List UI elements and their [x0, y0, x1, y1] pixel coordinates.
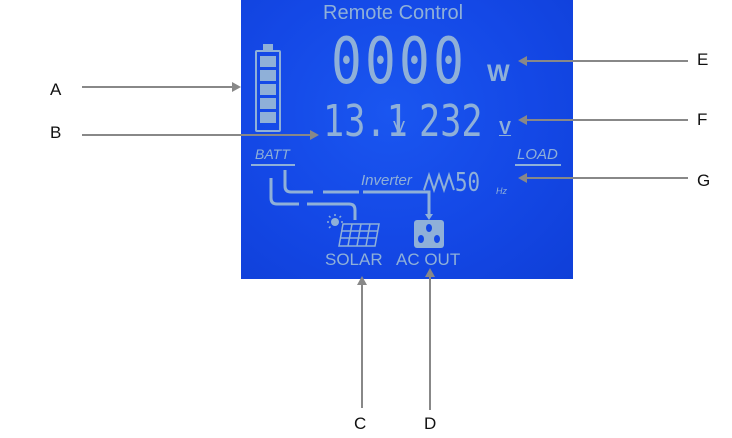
arrowhead-icon	[232, 82, 241, 92]
callout-c-arrow	[361, 284, 363, 408]
battery-icon	[255, 44, 281, 132]
callout-d-arrow	[429, 276, 431, 410]
arrowhead-icon	[518, 115, 527, 125]
callout-g-label: G	[697, 171, 711, 190]
callout-e-arrow	[526, 60, 688, 62]
sine-wave-icon	[423, 172, 455, 194]
arrowhead-icon	[357, 276, 367, 285]
ac-outlet-icon	[414, 220, 444, 248]
callout-f-arrow	[526, 119, 688, 121]
callout-e-label: E	[697, 50, 709, 69]
arrowhead-icon	[518, 56, 527, 66]
frequency-readout: 50	[455, 168, 481, 198]
lcd-title: Remote Control	[323, 2, 464, 24]
arrowhead-icon	[310, 130, 319, 140]
battery-voltage-readout: 13.1	[323, 96, 408, 147]
solar-label: SOLAR	[325, 250, 383, 269]
load-underline	[515, 164, 561, 166]
battery-voltage-unit: V	[393, 118, 406, 138]
inverter-label: Inverter	[361, 172, 412, 189]
ac-voltage-unit: V	[499, 118, 512, 138]
load-label: LOAD	[517, 146, 558, 163]
callout-g-arrow	[526, 177, 688, 179]
batt-label: BATT	[255, 146, 290, 162]
batt-underline	[251, 164, 295, 166]
callout-c-label: C	[354, 414, 367, 433]
arrowhead-icon	[518, 173, 527, 183]
solar-panel-icon	[327, 214, 380, 247]
callout-f-label: F	[697, 110, 708, 129]
callout-a-arrow	[82, 86, 234, 88]
lcd-display: Remote Control 0000 W 13.1 V 232 V BATT …	[241, 0, 573, 279]
ac-voltage-readout: 232	[419, 96, 483, 147]
energy-flow-lines	[269, 170, 433, 220]
power-readout: 0000	[331, 25, 468, 99]
power-unit: W	[487, 60, 510, 87]
arrowhead-icon	[425, 268, 435, 277]
callout-b-arrow	[82, 134, 310, 136]
callout-b-label: B	[50, 123, 62, 142]
callout-a-label: A	[50, 80, 62, 99]
frequency-unit: Hz	[496, 186, 507, 196]
ac-out-label: AC OUT	[396, 250, 461, 269]
callout-d-label: D	[424, 414, 437, 433]
